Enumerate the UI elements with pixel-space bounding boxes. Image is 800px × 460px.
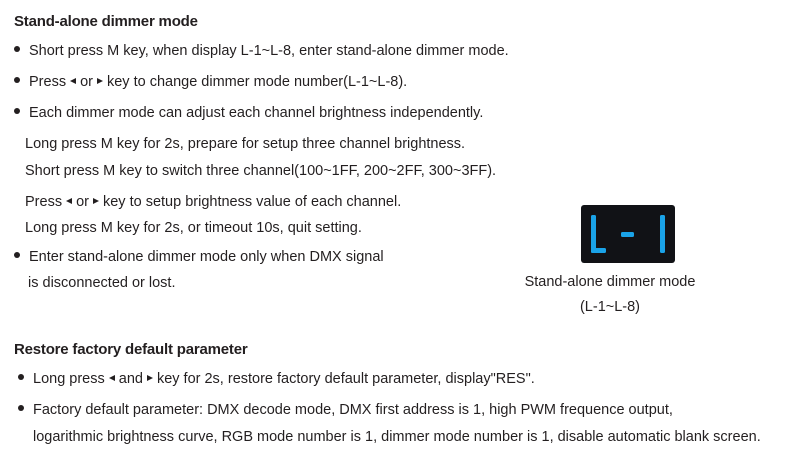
sub-line-quit-setting: Long press M key for 2s, or timeout 10s,… [25,220,362,236]
segment-L-vertical [591,215,596,253]
bullet-text-post: key for 2s, restore factory default para… [156,371,535,387]
bullet-text-post: key to change dimmer mode number(L-1~L-8… [106,74,408,90]
bullet-factory-default-cont: logarithmic brightness curve, RGB mode n… [33,429,761,445]
bullet-dot-icon [18,374,24,381]
bullet-text-or: or [80,74,93,90]
bullet-dot-icon [18,405,24,412]
sub-text-pre: Press [25,194,63,210]
section-heading-restore: Restore factory default parameter [14,341,248,358]
bullet-dot-icon [14,77,20,84]
bullet-each-channel: Each dimmer mode can adjust each channel… [14,105,483,121]
bullet-text: Factory default parameter: DMX decode mo… [33,402,673,418]
segment-dash [621,232,634,237]
bullet-dot-icon [14,46,20,53]
right-arrow-icon [146,375,153,382]
bullet-text: Short press M key, when display L-1~L-8,… [29,43,509,59]
bullet-text-and: and [118,371,143,387]
led-display [581,205,675,263]
bullet-restore-press: Long press and key for 2s, restore factory… [18,371,535,387]
section-heading-standalone: Stand-alone dimmer mode [14,13,198,30]
bullet-dot-icon [14,252,20,259]
right-arrow-icon [96,78,103,85]
left-arrow-icon [108,375,115,382]
sub-text-or: or [76,194,89,210]
bullet-factory-default: Factory default parameter: DMX decode mo… [18,402,673,418]
led-segments-L-1 [591,215,665,253]
sub-line-long-press: Long press M key for 2s, prepare for set… [25,136,466,152]
sub-text-post: key to setup brightness value of each ch… [102,194,402,210]
segment-1-vertical [660,215,665,253]
bullet-dot-icon [14,108,20,115]
left-arrow-icon [70,78,77,85]
sub-line-switch-channel: Short press M key to switch three channe… [25,163,497,179]
display-caption: Stand-alone dimmer mode [524,274,696,290]
bullet-text: Each dimmer mode can adjust each channel… [29,105,484,121]
right-arrow-icon [92,198,99,205]
bullet-text-pre: Long press [33,371,105,387]
left-arrow-icon [66,198,73,205]
bullet-text: Enter stand-alone dimmer mode only when … [29,249,384,265]
bullet-short-press: Short press M key, when display L-1~L-8,… [14,43,509,59]
bullet-dmx-signal: Enter stand-alone dimmer mode only when … [14,249,384,265]
segment-L-bottom [591,248,606,253]
bullet-dmx-signal-cont: is disconnected or lost. [28,275,176,291]
bullet-text-pre: Press [29,74,67,90]
display-caption-range: (L-1~L-8) [579,299,641,315]
